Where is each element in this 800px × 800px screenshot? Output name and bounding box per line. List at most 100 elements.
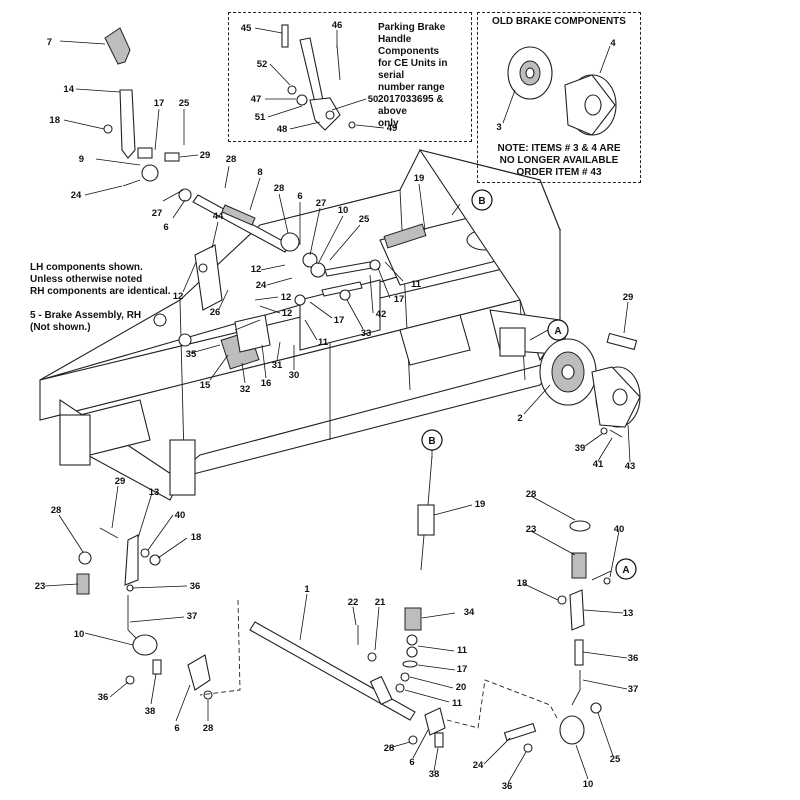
label-36: 36: [98, 692, 109, 703]
label-6: 6: [163, 222, 168, 233]
label-6: 6: [297, 191, 302, 202]
label-1: 1: [304, 584, 310, 595]
label-10: 10: [74, 629, 85, 640]
label-43: 43: [625, 461, 636, 472]
label-40: 40: [175, 510, 186, 521]
label-35: 35: [186, 349, 197, 360]
label-17: 17: [457, 664, 468, 675]
label-12: 12: [251, 264, 262, 275]
label-18: 18: [517, 578, 528, 589]
callout-b-lower: B: [421, 429, 443, 451]
brake-assembly-note: 5 - Brake Assembly, RH (Not shown.): [30, 310, 142, 333]
label-19: 19: [475, 499, 486, 510]
label-46: 46: [332, 20, 343, 31]
label-26: 26: [210, 307, 221, 318]
label-27: 27: [316, 198, 327, 209]
label-25: 25: [179, 98, 190, 109]
label-13: 13: [149, 487, 160, 498]
old-brake-note: NOTE: ITEMS # 3 & 4 ARE NO LONGER AVAILA…: [497, 143, 621, 178]
label-10: 10: [583, 779, 594, 790]
label-36: 36: [190, 581, 201, 592]
label-28: 28: [226, 154, 237, 165]
label-28: 28: [51, 505, 62, 516]
label-19: 19: [414, 173, 425, 184]
label-48: 48: [277, 124, 288, 135]
label-33: 33: [361, 328, 372, 339]
callout-a-upper: A: [547, 319, 569, 341]
label-41: 41: [593, 459, 604, 470]
callout-a-lower: A: [615, 558, 637, 580]
label-44: 44: [213, 211, 224, 222]
label-11: 11: [318, 337, 329, 348]
label-4: 4: [610, 38, 616, 49]
label-28: 28: [274, 183, 285, 194]
label-28: 28: [526, 489, 537, 500]
parking-brake-note: Parking Brake Handle Components for CE U…: [378, 22, 448, 129]
label-40: 40: [614, 524, 625, 535]
label-38: 38: [429, 769, 440, 780]
label-9: 9: [79, 154, 84, 165]
cable-assembly-center: [357, 455, 559, 748]
label-17: 17: [334, 315, 345, 326]
brake-assembly-rh: [499, 327, 641, 438]
svg-text:B: B: [428, 436, 435, 447]
label-38: 38: [145, 706, 156, 717]
label-24: 24: [71, 190, 82, 201]
label-6: 6: [174, 723, 179, 734]
label-23: 23: [35, 581, 46, 592]
label-16: 16: [261, 378, 272, 389]
callout-b-upper: B: [471, 189, 493, 211]
label-29: 29: [200, 150, 211, 161]
label-18: 18: [49, 115, 60, 126]
label-36: 36: [628, 653, 639, 664]
label-13: 13: [623, 608, 634, 619]
label-29: 29: [115, 476, 126, 487]
label-12: 12: [173, 291, 184, 302]
label-47: 47: [251, 94, 262, 105]
label-7: 7: [47, 37, 52, 48]
label-17: 17: [394, 294, 405, 305]
label-10: 10: [338, 205, 349, 216]
inset-parking-brake: [228, 12, 472, 142]
label-6: 6: [409, 757, 414, 768]
label-45: 45: [241, 23, 252, 34]
label-37: 37: [628, 684, 639, 695]
parking-brake-ce-parts: [281, 24, 356, 131]
label-24: 24: [256, 280, 267, 291]
label-27: 27: [152, 208, 163, 219]
label-42: 42: [376, 309, 387, 320]
label-50: 50: [368, 94, 379, 105]
label-14: 14: [63, 84, 74, 95]
label-23: 23: [526, 524, 537, 535]
label-18: 18: [191, 532, 202, 543]
label-11: 11: [411, 279, 422, 290]
label-30: 30: [289, 370, 300, 381]
bracket-44: [194, 244, 223, 311]
label-17: 17: [154, 98, 165, 109]
lh-components-note: LH components shown. Unless otherwise no…: [30, 262, 171, 297]
inset-old-brake: [477, 12, 641, 183]
cross-shaft-upper: [192, 194, 291, 253]
label-49: 49: [387, 123, 398, 134]
label-37: 37: [187, 611, 198, 622]
label-29: 29: [623, 292, 634, 303]
linkage-lh-lower: [76, 527, 213, 700]
label-34: 34: [464, 607, 475, 618]
label-12: 12: [281, 292, 292, 303]
label-32: 32: [240, 384, 251, 395]
parking-brake-handle-lh: [103, 27, 192, 202]
label-28: 28: [384, 743, 395, 754]
label-8: 8: [257, 167, 262, 178]
label-15: 15: [200, 380, 211, 391]
label-11: 11: [452, 698, 463, 709]
label-22: 22: [348, 597, 359, 608]
leader-lines: [44, 27, 631, 784]
label-21: 21: [375, 597, 386, 608]
brake-links-center: [280, 223, 427, 306]
label-2: 2: [517, 413, 522, 424]
old-brake-parts: [507, 46, 617, 136]
cross-shaft-1: [199, 599, 416, 721]
svg-text:A: A: [622, 565, 629, 576]
label-24: 24: [473, 760, 484, 771]
